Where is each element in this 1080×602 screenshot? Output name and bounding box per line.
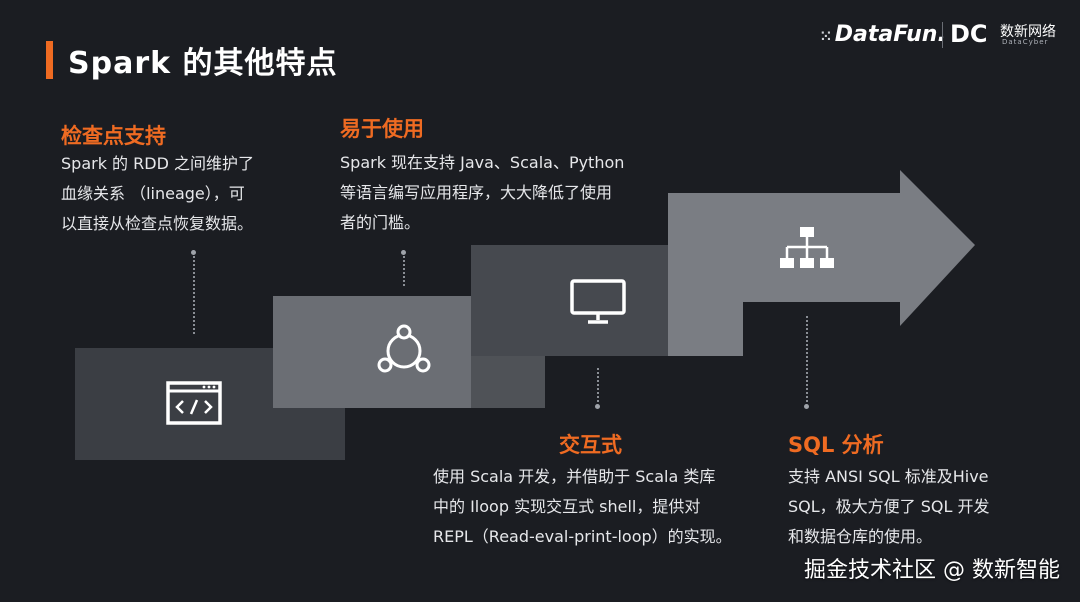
connector-dot-3: [595, 404, 600, 409]
desc-line: 血缘关系 （lineage），可: [61, 184, 245, 203]
step-2-shadow: [471, 356, 545, 408]
datafun-logo: ⁙DataFun.: [820, 22, 946, 47]
feature-heading-checkpoint: 检查点支持: [61, 124, 166, 148]
datafun-logo-text: DataFun.: [834, 22, 946, 47]
connector-line-2: [403, 256, 405, 286]
feature-heading-interactive: 交互式: [559, 433, 622, 457]
connector-dot-4: [804, 404, 809, 409]
connector-line-4: [806, 316, 808, 402]
desc-line: 支持 ANSI SQL 标准及Hive: [788, 467, 989, 486]
connector-dot-2: [401, 250, 406, 255]
feature-desc-interactive: 使用 Scala 开发，并借助于 Scala 类库 中的 Iloop 实现交互式…: [433, 462, 732, 552]
watermark: 掘金技术社区 @ 数新智能: [804, 558, 1060, 583]
desc-line: REPL（Read-eval-print-loop）的实现。: [433, 527, 732, 546]
datacyber-logo-mark: DC: [950, 20, 988, 48]
desc-line: 等语言编写应用程序，大大降低了使用: [340, 183, 613, 202]
feature-heading-sql-analysis: SQL 分析: [788, 433, 884, 457]
datacyber-logo-subtitle: DataCyber: [1002, 38, 1049, 46]
code-window-icon: [166, 381, 222, 425]
monitor-icon: [570, 279, 626, 324]
feature-desc-sql-analysis: 支持 ANSI SQL 标准及Hive SQL，极大方便了 SQL 开发 和数据…: [788, 462, 990, 552]
desc-line: 使用 Scala 开发，并借助于 Scala 类库: [433, 467, 716, 486]
datacyber-logo-name: 数新网络: [1000, 24, 1056, 40]
share-nodes-icon: [377, 324, 431, 373]
connector-dot-1: [191, 250, 196, 255]
desc-line: Spark 现在支持 Java、Scala、Python: [340, 153, 625, 172]
connector-line-1: [193, 256, 195, 334]
desc-line: Spark 的 RDD 之间维护了: [61, 154, 254, 173]
hierarchy-icon: [780, 227, 834, 268]
desc-line: 和数据仓库的使用。: [788, 527, 933, 546]
feature-desc-checkpoint: Spark 的 RDD 之间维护了 血缘关系 （lineage），可 以直接从检…: [61, 149, 254, 239]
feature-heading-ease-of-use: 易于使用: [340, 117, 424, 141]
desc-line: SQL，极大方便了 SQL 开发: [788, 497, 990, 516]
title-accent-bar: [46, 41, 53, 79]
slide-title: Spark 的其他特点: [68, 46, 338, 81]
feature-desc-ease-of-use: Spark 现在支持 Java、Scala、Python 等语言编写应用程序，大…: [340, 148, 624, 238]
logo-divider: [942, 22, 943, 48]
connector-line-3: [597, 368, 599, 402]
desc-line: 中的 Iloop 实现交互式 shell，提供对: [433, 497, 701, 516]
datafun-dots-icon: ⁙: [820, 29, 832, 45]
desc-line: 者的门槛。: [340, 213, 421, 232]
desc-line: 以直接从检查点恢复数据。: [61, 214, 254, 233]
